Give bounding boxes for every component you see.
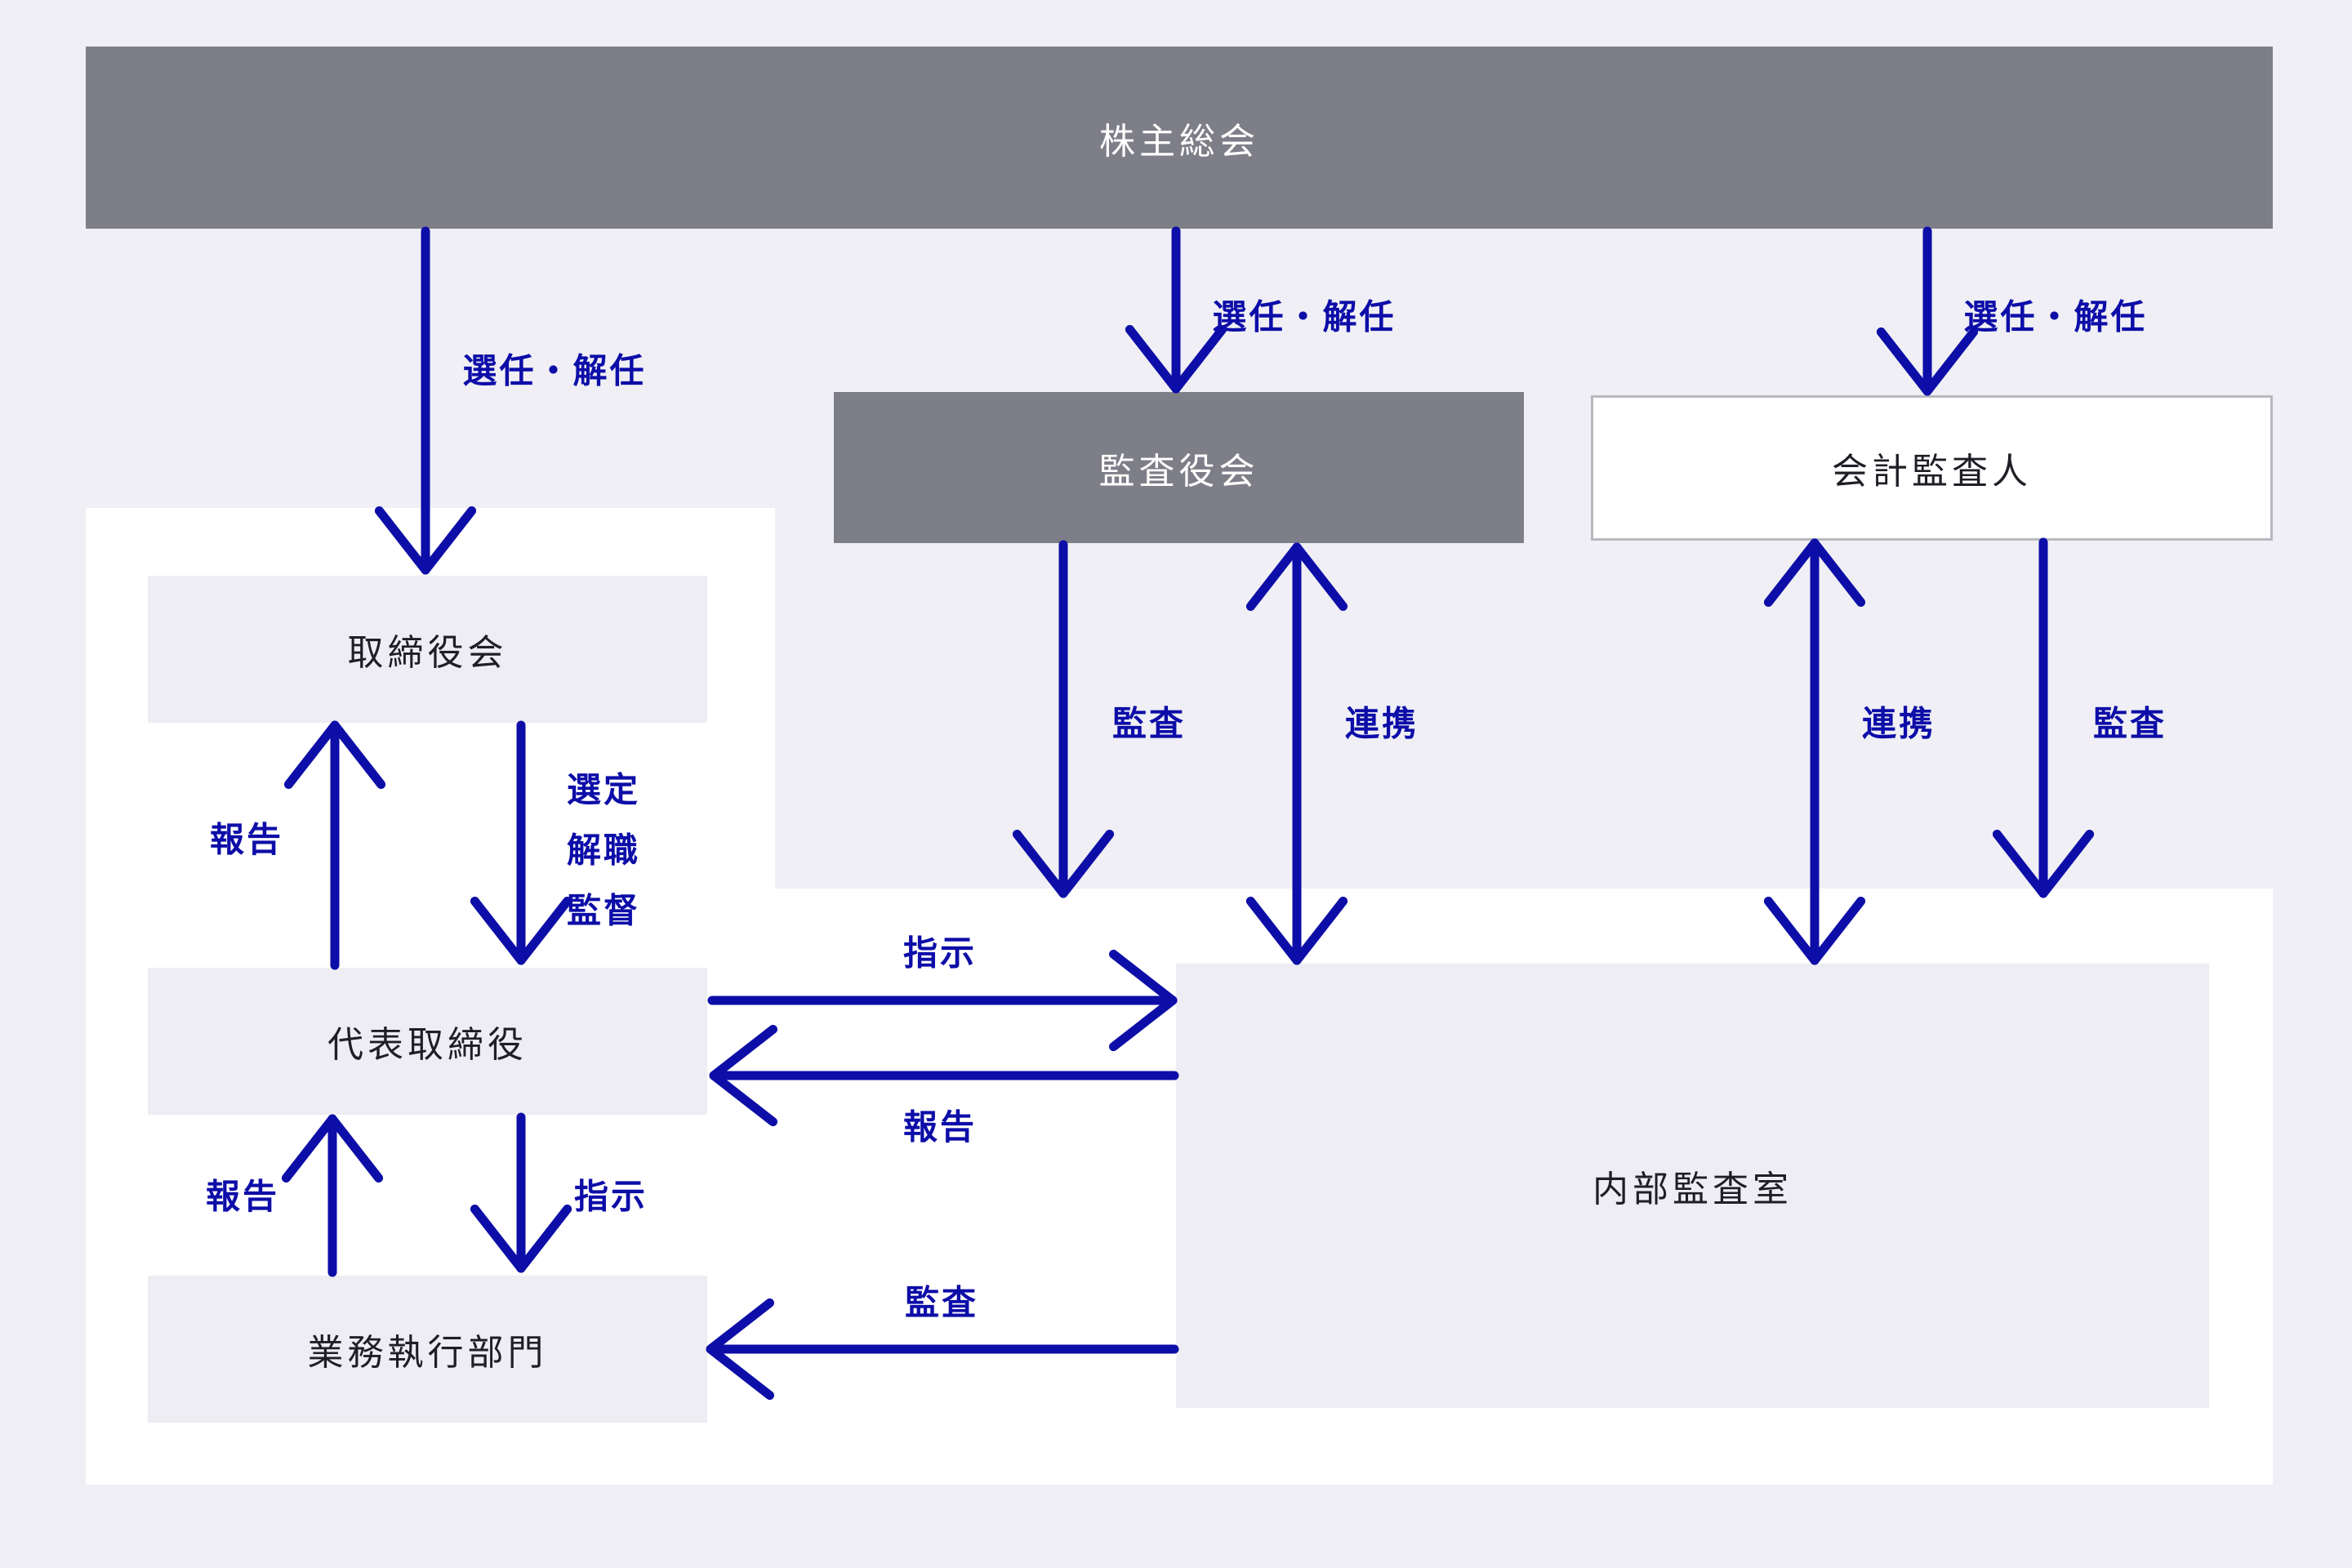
edge-label-report-to-representative: 報告 xyxy=(205,1177,280,1216)
edge-label-cooperation-accounting-auditor: 連携 xyxy=(1861,704,1936,743)
edge-label-audit-by-audit-committee: 監査 xyxy=(1111,704,1187,743)
edge-label-audit-by-accounting-auditor: 監査 xyxy=(2092,704,2167,743)
edge-label-cooperation-audit-committee: 連携 xyxy=(1344,704,1419,743)
edge-label-appointment-dismissal-audit-committee: 選任・解任 xyxy=(1212,297,1396,336)
edge-label-dismissal-from-office: 解職 xyxy=(566,831,641,870)
node-accounting-auditor: 会計監査人 xyxy=(1591,395,2273,541)
arrow-accounting-auditor-audit xyxy=(1992,537,2095,898)
arrow-audit-committee-audit xyxy=(1012,540,1115,898)
edge-label-report-from-internal-audit: 報告 xyxy=(902,1107,978,1147)
edge-label-supervision: 監督 xyxy=(566,891,641,930)
node-board-of-directors: 取締役会 xyxy=(148,576,707,723)
edge-label-appointment-dismissal-accounting-auditor: 選任・解任 xyxy=(1963,297,2148,336)
node-internal-audit-office: 内部監査室 xyxy=(1176,964,2209,1408)
edge-label-appointment-dismissal-board: 選任・解任 xyxy=(462,351,647,390)
edge-label-instruction-to-internal-audit: 指示 xyxy=(902,933,978,973)
edge-label-audit-of-departments: 監査 xyxy=(904,1283,979,1322)
node-representative-director: 代表取締役 xyxy=(148,968,707,1115)
edge-label-report-to-board: 報告 xyxy=(209,820,284,859)
arrow-appoint-accounting-auditor xyxy=(1876,226,1979,396)
node-audit-committee: 監査役会 xyxy=(834,392,1524,543)
node-executive-departments: 業務執行部門 xyxy=(148,1276,707,1423)
edge-label-instruction-to-departments: 指示 xyxy=(573,1177,648,1216)
arrow-appoint-audit-committee xyxy=(1125,226,1227,394)
edge-label-selection: 選定 xyxy=(566,770,641,809)
node-shareholders-meeting: 株主総会 xyxy=(86,47,2273,229)
